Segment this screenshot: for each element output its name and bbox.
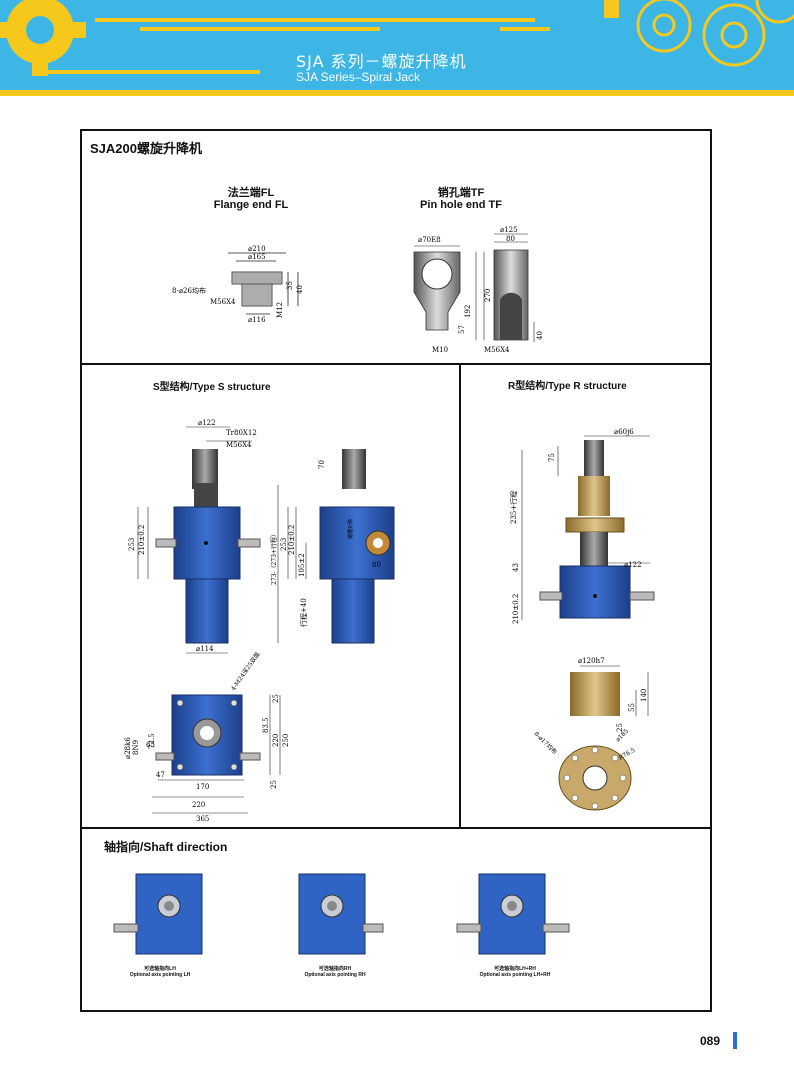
dim-label: 235+行程 [509,491,518,524]
dim-label: R76.5 [618,747,637,762]
dim-label: 75 [548,453,556,462]
dim-label: 210±0.2 [512,594,520,624]
dim-label: 40 [296,285,304,294]
dim-label: 行程+40 [299,598,308,627]
dim-label: 25 [270,780,278,789]
banner-stripe [140,27,380,31]
dim-label: 25 [272,694,280,703]
dim-label: ⌀122 [624,561,642,569]
dim-label: 57 [458,325,466,334]
banner-title-en: SJA Series–Spiral Jack [296,70,421,84]
dim-label: ⌀165 [248,253,266,261]
banner-stripe [40,70,260,74]
dim-label: 8-⌀26均布 [172,286,206,295]
dim-label: 270 [484,289,492,302]
dim-label: 365 [196,815,209,823]
shaft-lhrh-en: Optional axis pointing LH+RH [479,972,551,978]
dim-label: 65 [146,741,155,749]
dim-label: 273-（273+行程） [270,531,278,585]
dim-label: ⌀60j6 [614,428,634,436]
dim-label: ⌀116 [248,316,266,324]
dim-label: ⌀122 [198,419,216,427]
dim-label: 键槽对称 [347,519,354,539]
dim-label: 140 [640,689,648,702]
pin-label-cn: 销孔端TF [437,187,485,199]
dim-label: 35 [286,281,294,290]
shaft-direction-title: 轴指向/Shaft direction [104,840,228,854]
banner-title-cn: SJA 系列－螺旋升降机 [296,52,467,71]
divider [80,827,712,829]
shaft-lh-cn: 可选轴指向LH [144,966,176,972]
header-banner: SJA 系列－螺旋升降机 SJA Series–Spiral Jack [0,0,794,96]
flange-label-en: Flange end FL [213,199,289,211]
dim-label: 210±0.2 [138,525,146,555]
dim-label: ⌀70E8 [418,236,441,244]
dim-label: 80 [372,561,381,569]
dim-label: ⌀125 [500,226,518,234]
dim-label: ⌀28k6 [124,737,132,759]
section-title: SJA200螺旋升降机 [90,141,202,156]
drawing-frame [80,129,712,1012]
divider [80,363,712,365]
dim-label: ⌀114 [196,645,214,653]
shaft-lh-en: Optional axis pointing LH [129,972,191,978]
gear-icon [0,0,86,76]
dim-label: 25 [616,723,624,732]
page-number: 089 [700,1034,721,1048]
banner-stripe [500,27,550,31]
flange-label-cn: 法兰端FL [227,187,275,199]
dim-label: M10 [432,346,448,354]
shaft-rh-drawing [298,873,384,955]
dim-label: 8-⌀17均布 [533,730,559,756]
dim-label: 170 [196,783,209,791]
dim-label: 250 [282,734,290,747]
page-marker [733,1032,737,1049]
type-s-label: S型结构/Type S structure [153,382,271,393]
dim-label: 83.5 [262,717,270,733]
type-s-drawing: ⌀122 Tr80X12 M56X4 253 210±0.2 ⌀114 70 2… [124,419,395,823]
dim-label: M56X4 [226,441,252,449]
dim-label: 220 [272,734,280,747]
flange-end-drawing: ⌀210 ⌀165 8-⌀26均布 M56X4 ⌀116 M12 35 40 [172,245,304,324]
dim-label: 47 [156,771,165,779]
dim-label: ⌀120h7 [578,657,605,665]
dim-label: 80 [506,235,515,243]
gear-icon [604,0,794,67]
type-r-drawing: ⌀60j6 75 235+行程 ⌀122 43 210±0.2 ⌀120h7 5… [509,428,655,811]
dim-label: 253 [128,538,136,551]
shaft-lhrh-drawing [456,873,570,955]
shaft-lhrh-cn: 可选轴指向LH+RH [494,966,536,972]
dim-label: M12 [276,302,284,318]
dim-label: 43 [512,563,520,572]
dim-label: 253 [280,538,288,551]
dim-label: Tr80X12 [226,429,257,437]
pin-label-en: Pin hole end TF [420,199,502,211]
shaft-lh-drawing [113,873,203,955]
banner-stripe [95,18,535,22]
dim-label: M56X4 [484,346,510,354]
dim-label: 105±2 [298,553,306,577]
divider [459,363,461,828]
shaft-rh-cn: 可选轴指向RH [318,966,352,972]
dim-label: 4-M24深25双面 [229,650,262,692]
dim-label: 8N9 [132,740,140,755]
dim-label: ⌀210 [248,245,266,253]
dim-label: 210±0.2 [288,525,296,555]
dim-label: 220 [192,801,205,809]
type-r-label: R型结构/Type R structure [508,381,627,392]
dim-label: 72.5 [148,733,156,749]
pin-hole-end-drawing: ⌀70E8 ⌀125 80 270 192 57 M10 M56X4 40 [413,226,544,354]
dim-label: 192 [464,305,472,318]
dim-label: M56X4 [210,298,236,306]
dim-label: 70 [318,460,326,469]
dim-label: 55 [628,703,636,712]
dim-label: 40 [536,331,544,340]
shaft-rh-en: Optional axis pointing RH [304,972,366,978]
